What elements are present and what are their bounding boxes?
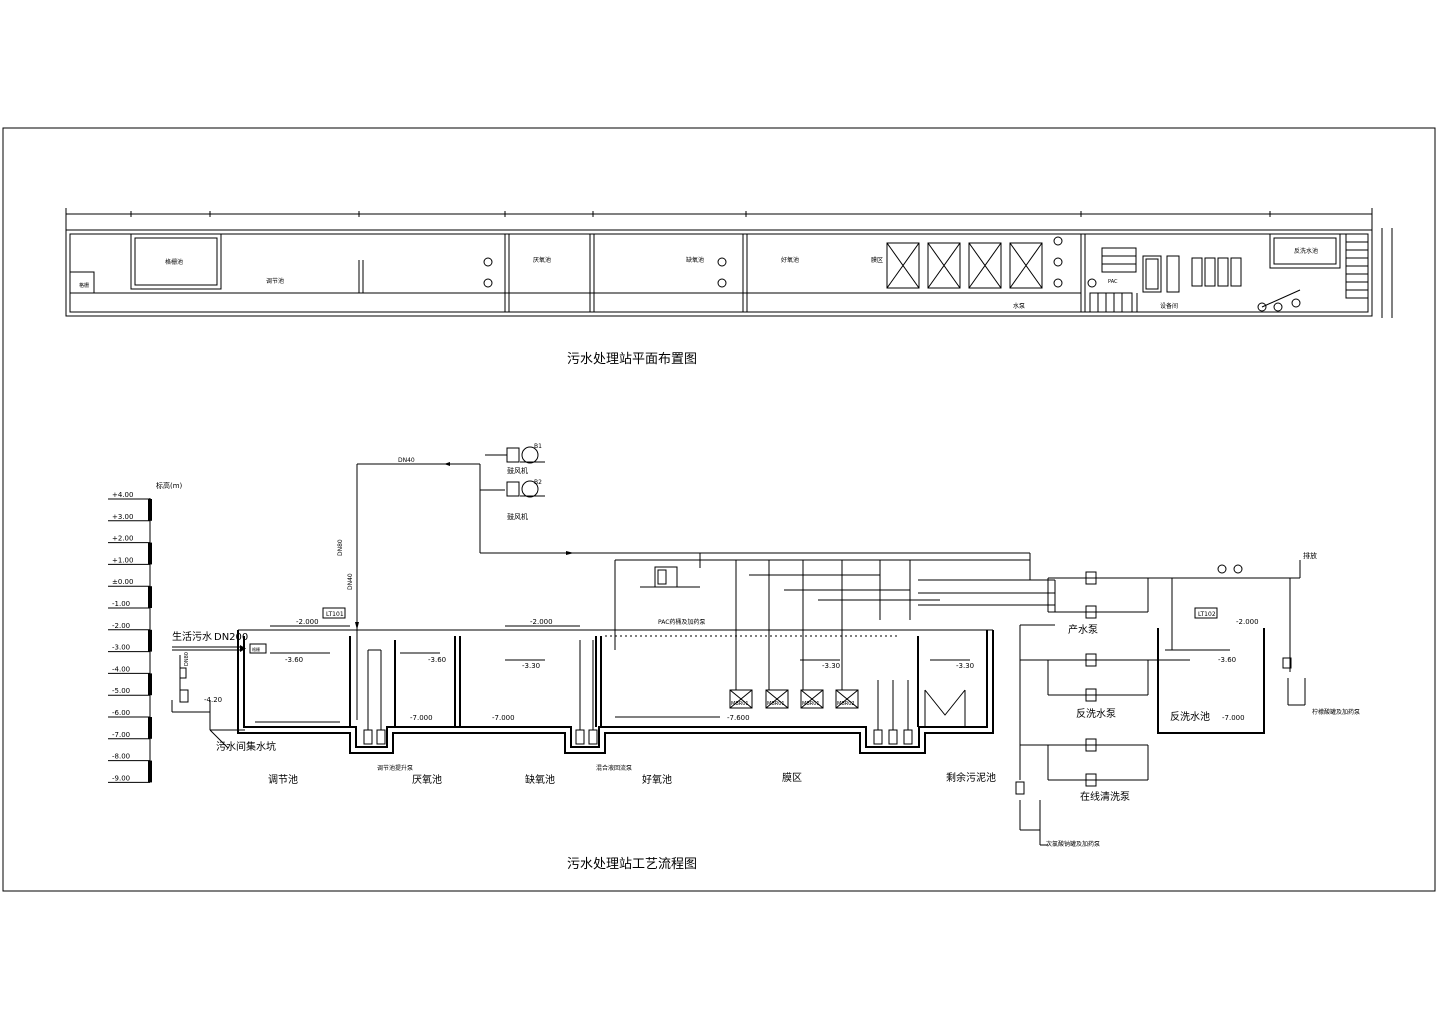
svg-text:格栅: 格栅 [252, 646, 260, 652]
tank-anoxic: 缺氧池 [525, 773, 555, 786]
svg-text:MBR01: MBR01 [802, 701, 820, 707]
scale-tick-label: -9.00 [112, 774, 130, 782]
svg-text:DN200: DN200 [214, 632, 248, 643]
pit-label: 污水间集水坑 [216, 740, 276, 753]
svg-text:排放: 排放 [1303, 551, 1317, 560]
svg-text:柠檬酸罐及加药泵: 柠檬酸罐及加药泵 [1312, 708, 1360, 716]
scale-tick-label: +4.00 [112, 491, 133, 499]
svg-text:PAC药桶及加药泵: PAC药桶及加药泵 [658, 618, 705, 626]
scale-tick-label: ±0.00 [112, 578, 133, 586]
svg-text:DN80: DN80 [337, 539, 344, 556]
svg-text:MBR01: MBR01 [731, 701, 749, 707]
svg-text:-7.000: -7.000 [492, 714, 515, 722]
svg-text:反洗水池: 反洗水池 [1294, 247, 1318, 255]
svg-text:-3.60: -3.60 [1218, 656, 1236, 664]
svg-text:格栅池: 格栅池 [165, 258, 183, 266]
online-pump-label: 在线清洗泵 [1080, 790, 1130, 803]
svg-text:膜区: 膜区 [871, 256, 883, 264]
svg-text:MBR01: MBR01 [767, 701, 785, 707]
sheet-border [2, 127, 1436, 892]
scale-tick-label: -7.00 [112, 731, 130, 739]
tank-anaerobic: 厌氧池 [412, 773, 442, 786]
scale-tick-label: -5.00 [112, 687, 130, 695]
svg-text:-4.20: -4.20 [204, 696, 222, 704]
svg-text:DN40: DN40 [347, 573, 354, 590]
svg-text:鼓风机: 鼓风机 [507, 466, 528, 475]
svg-text:-7.000: -7.000 [410, 714, 433, 722]
product-pump-label: 产水泵 [1068, 623, 1098, 636]
svg-text:MBR02: MBR02 [837, 701, 855, 707]
flow-title: 污水处理站工艺流程图 [567, 857, 697, 872]
svg-text:-7.600: -7.600 [727, 714, 750, 722]
svg-text:-2.000: -2.000 [530, 618, 553, 626]
svg-text:格栅: 格栅 [79, 282, 89, 289]
svg-text:-3.30: -3.30 [956, 662, 974, 670]
svg-text:鼓风机: 鼓风机 [507, 512, 528, 521]
svg-text:调节池提升泵: 调节池提升泵 [377, 764, 413, 772]
svg-text:设备间: 设备间 [1160, 302, 1178, 310]
svg-text:B1: B1 [534, 443, 542, 450]
scale-tick-label: +3.00 [112, 513, 133, 521]
scale-tick-label: +1.00 [112, 556, 133, 564]
svg-text:调节池: 调节池 [266, 277, 284, 285]
tank-membrane: 膜区 [782, 772, 802, 784]
scale-tick-label: -8.00 [112, 753, 130, 761]
plan-view: 格栅 格栅池 调节池 厌氧池 缺氧池 好氧池 膜区 水泵 设备间 [65, 208, 1393, 367]
svg-text:次氯酸钠罐及加药泵: 次氯酸钠罐及加药泵 [1046, 840, 1100, 848]
tank-aerobic: 好氧池 [642, 773, 672, 786]
svg-text:-2.000: -2.000 [1236, 618, 1259, 626]
svg-text:LT101: LT101 [326, 611, 344, 618]
scale-tick-label: -2.00 [112, 622, 130, 630]
plan-title: 污水处理站平面布置图 [567, 352, 697, 367]
scale-tick-label: -1.00 [112, 600, 130, 608]
svg-text:-7.000: -7.000 [1222, 714, 1245, 722]
process-flow: 生活污水 DN200 格栅 DN80 -4.20 污水间集水坑 [171, 443, 1360, 872]
svg-text:DN40: DN40 [398, 457, 415, 464]
scale-tick-label: +2.00 [112, 535, 133, 543]
svg-text:标高(m): 标高(m) [156, 481, 183, 490]
tank-backwash: 反洗水池 [1170, 710, 1210, 723]
scale-tick-label: -6.00 [112, 709, 130, 717]
svg-text:PAC: PAC [1108, 279, 1118, 285]
svg-text:-3.60: -3.60 [428, 656, 446, 664]
svg-text:-2.000: -2.000 [296, 618, 319, 626]
tank-regulating: 调节池 [268, 773, 298, 786]
scale-tick-label: -3.00 [112, 644, 130, 652]
tank-sludge: 剩余污泥池 [946, 771, 996, 784]
svg-text:混合液回流泵: 混合液回流泵 [596, 764, 632, 772]
svg-text:缺氧池: 缺氧池 [686, 256, 704, 264]
svg-text:-3.30: -3.30 [822, 662, 840, 670]
svg-text:好氧池: 好氧池 [781, 256, 799, 264]
inlet-label: 生活污水 [172, 630, 212, 643]
svg-text:DN80: DN80 [184, 652, 190, 666]
scale-tick-label: -4.00 [112, 665, 130, 673]
svg-text:B2: B2 [534, 479, 542, 486]
backwash-pump-label: 反洗水泵 [1076, 708, 1116, 720]
svg-text:-3.30: -3.30 [522, 662, 540, 670]
elevation-scale: 标高(m) +4.00 +3.00 +2.00 +1.00 ±0.00 -1.00 -2.0… [108, 481, 183, 783]
svg-text:-3.60: -3.60 [285, 656, 303, 664]
svg-text:LT102: LT102 [1198, 611, 1216, 618]
svg-text:水泵: 水泵 [1013, 302, 1025, 310]
svg-text:厌氧池: 厌氧池 [533, 256, 551, 264]
